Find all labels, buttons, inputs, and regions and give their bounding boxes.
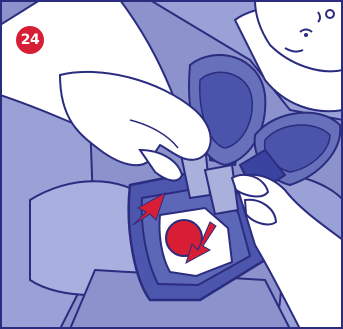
child-eye-right — [325, 9, 335, 19]
step-number-badge: 24 — [14, 24, 46, 56]
adult-left-finger-line — [129, 119, 179, 149]
red-arrow-left-icon — [132, 191, 166, 226]
child-mouth — [284, 47, 304, 53]
child-nose — [317, 11, 321, 23]
red-arrow-down-right-icon — [185, 221, 217, 265]
buckle-tongue-right — [203, 163, 240, 216]
child-pupil — [304, 33, 308, 37]
adult-right-finger — [230, 173, 270, 198]
child-eye — [299, 28, 313, 33]
adult-right-finger-2 — [243, 198, 278, 226]
adult-left-thumb — [138, 148, 184, 182]
